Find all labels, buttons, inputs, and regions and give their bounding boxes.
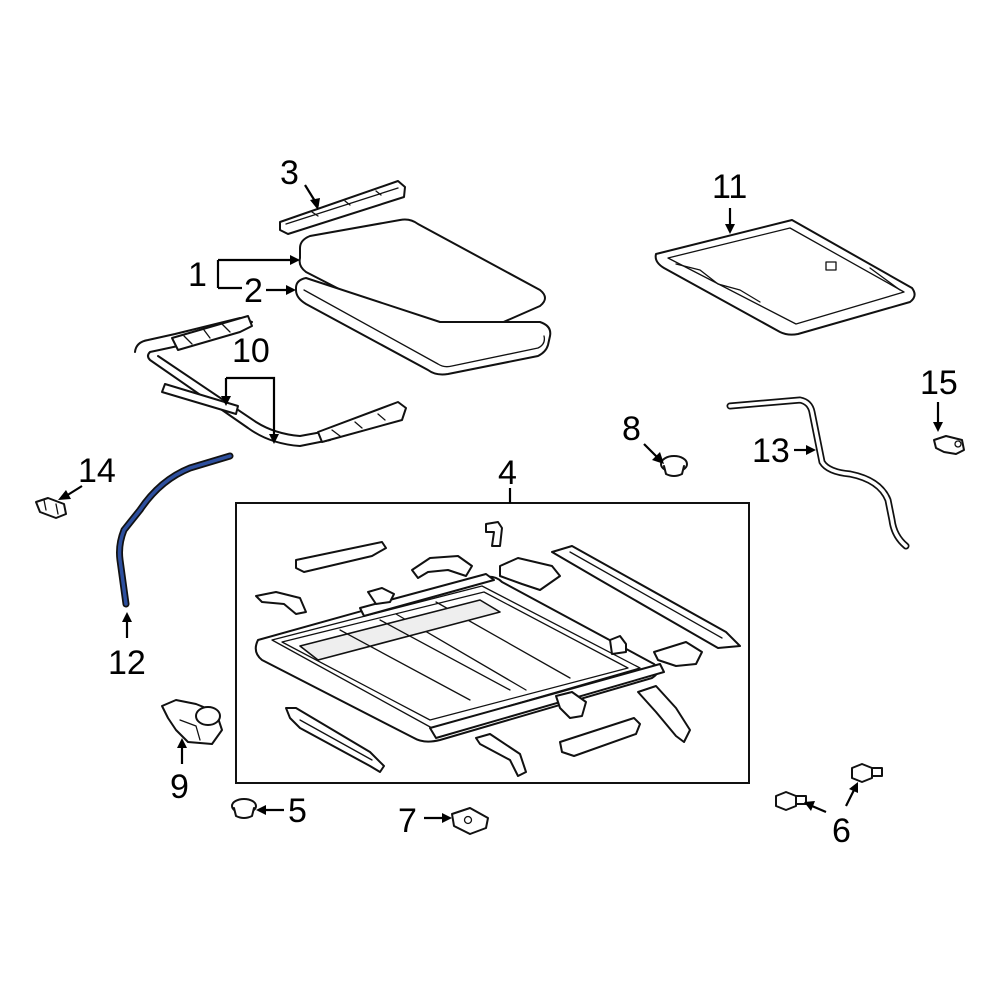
- housing-rear-rail: [429, 663, 665, 739]
- bracket-b: [255, 591, 307, 615]
- callout-15: 15: [920, 364, 958, 402]
- part-8-grommet[interactable]: [660, 455, 688, 477]
- bracket-d: [485, 521, 503, 547]
- callout-11: 11: [712, 168, 747, 206]
- bracket-h: [367, 587, 395, 605]
- callout-12: 12: [108, 644, 146, 682]
- bracket-lower-e: [637, 685, 691, 743]
- housing-front-rail: [359, 573, 495, 617]
- part-10-frame-assembly[interactable]: [134, 315, 407, 447]
- callout-7: 7: [398, 802, 417, 840]
- callout-13: 13: [752, 432, 790, 470]
- part-7-nut[interactable]: [451, 807, 489, 835]
- callout-8: 8: [622, 410, 641, 448]
- part-11-sunshade[interactable]: [654, 219, 916, 336]
- callout-labels: 3 1 2 10 11 15 13 8 4 14 12 9 5 7 6: [78, 154, 958, 850]
- bracket-e: [499, 557, 561, 591]
- housing-main-frame: [254, 575, 659, 743]
- callout-9: 9: [170, 768, 189, 806]
- callout-4: 4: [498, 454, 517, 492]
- bracket-f: [609, 635, 627, 655]
- leader-lines: [58, 184, 943, 823]
- part-1-glass-panel[interactable]: [298, 218, 546, 345]
- part-4-housing-box[interactable]: [235, 502, 750, 784]
- part-12-drain-tube[interactable]: [116, 452, 234, 608]
- part-14-clip[interactable]: [35, 497, 67, 519]
- bracket-a: [295, 541, 387, 573]
- callout-3: 3: [280, 154, 299, 192]
- callout-2: 2: [244, 272, 263, 310]
- part-15-clip[interactable]: [933, 435, 965, 455]
- bracket-lower-c: [559, 717, 641, 757]
- callout-6: 6: [832, 812, 851, 850]
- part-13-drain-hose[interactable]: [726, 396, 910, 550]
- callout-10: 10: [232, 332, 270, 370]
- part-9-motor[interactable]: [161, 699, 223, 745]
- bracket-c: [411, 555, 473, 579]
- part-3-deflector[interactable]: [279, 180, 406, 235]
- part-6-bolt-b[interactable]: [851, 763, 883, 783]
- housing-right-rail: [551, 545, 741, 649]
- callout-14: 14: [78, 452, 116, 490]
- part-5-grommet[interactable]: [231, 798, 257, 819]
- callout-5: 5: [288, 792, 307, 830]
- part-2-glass-seal[interactable]: [295, 277, 552, 376]
- part-6-bolt-a[interactable]: [775, 791, 807, 811]
- bracket-lower-d: [555, 691, 587, 719]
- bracket-g: [653, 641, 703, 667]
- bracket-lower-b: [475, 733, 527, 777]
- callout-1: 1: [188, 256, 207, 294]
- highlight-stroke: [117, 454, 232, 606]
